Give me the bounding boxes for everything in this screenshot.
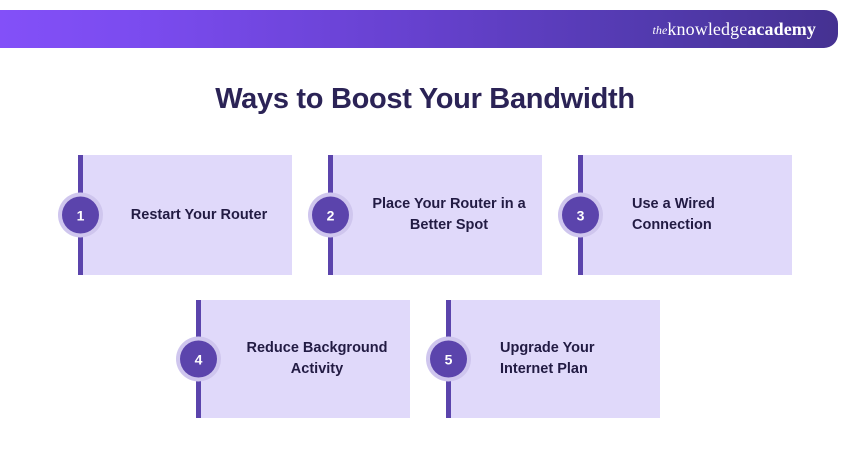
page-title: Ways to Boost Your Bandwidth <box>215 83 635 115</box>
step-card-label: Place Your Router in a Better Spot <box>372 196 526 233</box>
step-number-label: 3 <box>562 196 599 234</box>
brand-logo: theknowledgeacademy <box>652 20 816 38</box>
step-card: 4 Reduce Background Activity <box>176 300 410 418</box>
card-row-one: 1 Restart Your Router 2 Place Your Route… <box>58 155 792 275</box>
logo-prefix: the <box>652 23 668 37</box>
step-card-label: Upgrade Your Internet Plan <box>500 340 595 377</box>
step-number-label: 4 <box>180 340 217 378</box>
step-card: 5 Upgrade Your Internet Plan <box>426 300 660 418</box>
step-card: 1 Restart Your Router <box>58 155 292 275</box>
header-bar: theknowledgeacademy <box>0 10 838 48</box>
step-card: 2 Place Your Router in a Better Spot <box>308 155 542 275</box>
step-number-badge: 3 <box>558 192 603 238</box>
step-number-label: 5 <box>430 340 467 378</box>
step-number-badge: 2 <box>308 192 353 238</box>
step-number-label: 1 <box>62 196 99 234</box>
step-card-label: Reduce Background Activity <box>246 340 388 377</box>
step-number-badge: 5 <box>426 336 471 382</box>
step-card-label: Use a Wired Connection <box>632 196 715 233</box>
logo-word-academy: academy <box>747 19 816 39</box>
step-card: 3 Use a Wired Connection <box>558 155 792 275</box>
step-card-label: Restart Your Router <box>130 206 268 223</box>
step-number-badge: 1 <box>58 192 103 238</box>
step-number-label: 2 <box>312 196 349 234</box>
card-row-two: 4 Reduce Background Activity 5 Upgrade Y… <box>176 300 660 418</box>
step-number-badge: 4 <box>176 336 221 382</box>
logo-word-knowledge: knowledge <box>667 19 748 39</box>
